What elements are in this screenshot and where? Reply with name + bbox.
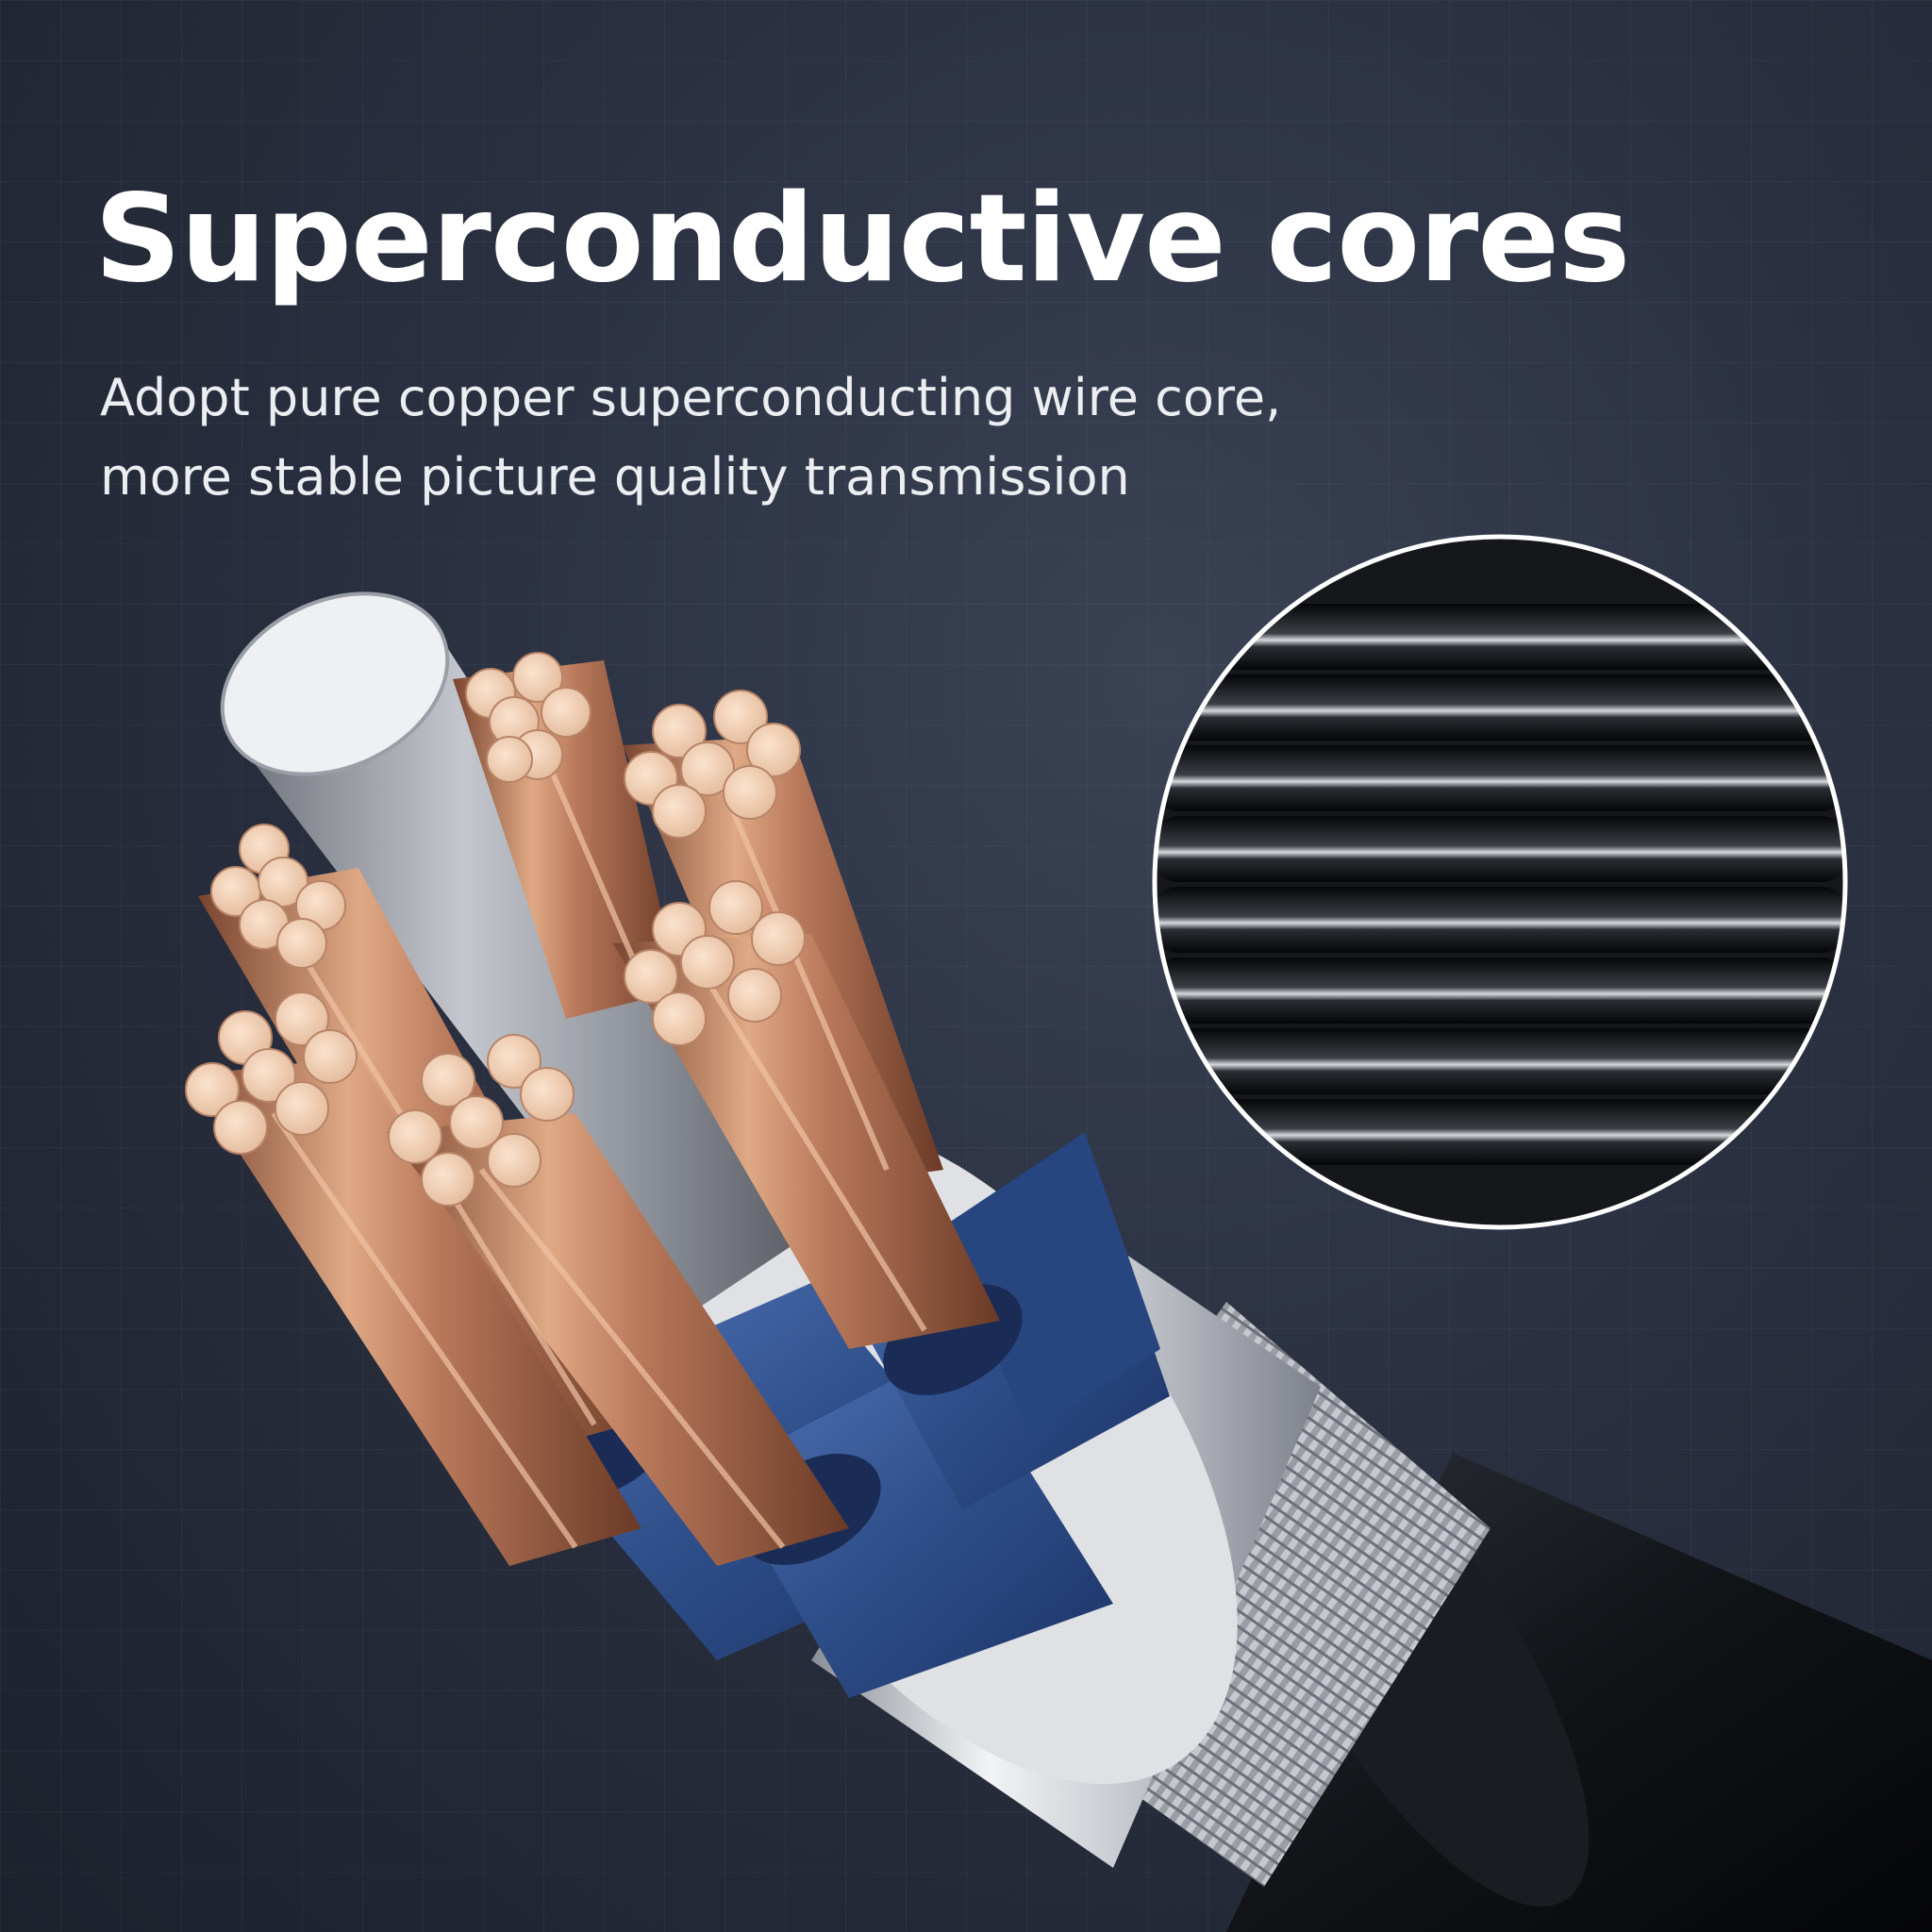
feature-description-line-2: more stable picture quality transmission: [100, 447, 1130, 507]
zoom-detail: [1152, 534, 1848, 1230]
feature-description-line-1: Adopt pure copper superconducting wire c…: [100, 368, 1282, 427]
copper-strand-tips: [185, 652, 806, 1207]
feature-description: Adopt pure copper superconducting wire c…: [100, 358, 1281, 517]
headline: Superconductive cores: [94, 169, 1630, 309]
steel-core: [220, 591, 821, 1321]
